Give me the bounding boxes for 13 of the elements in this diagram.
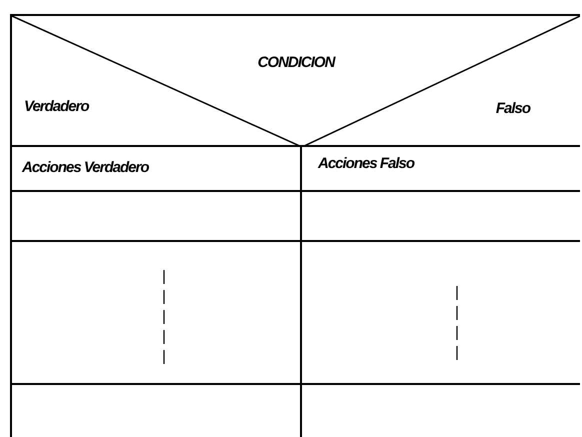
action-cell: [300, 145, 580, 190]
empty-action-cell: [10, 383, 300, 437]
action-label: Acciones Falso: [318, 154, 414, 174]
branch-label: Falso: [496, 99, 530, 119]
empty-action-cell: [300, 383, 580, 437]
empty-action-cell: [300, 240, 580, 383]
condition-label: CONDICION: [256, 53, 336, 73]
empty-action-cell: [10, 240, 300, 383]
action-cell: [10, 145, 300, 190]
empty-action-cell: [10, 190, 300, 240]
empty-action-cell: [300, 190, 580, 240]
branch-label: Verdadero: [24, 97, 89, 117]
action-label: Acciones Verdadero: [22, 158, 148, 178]
